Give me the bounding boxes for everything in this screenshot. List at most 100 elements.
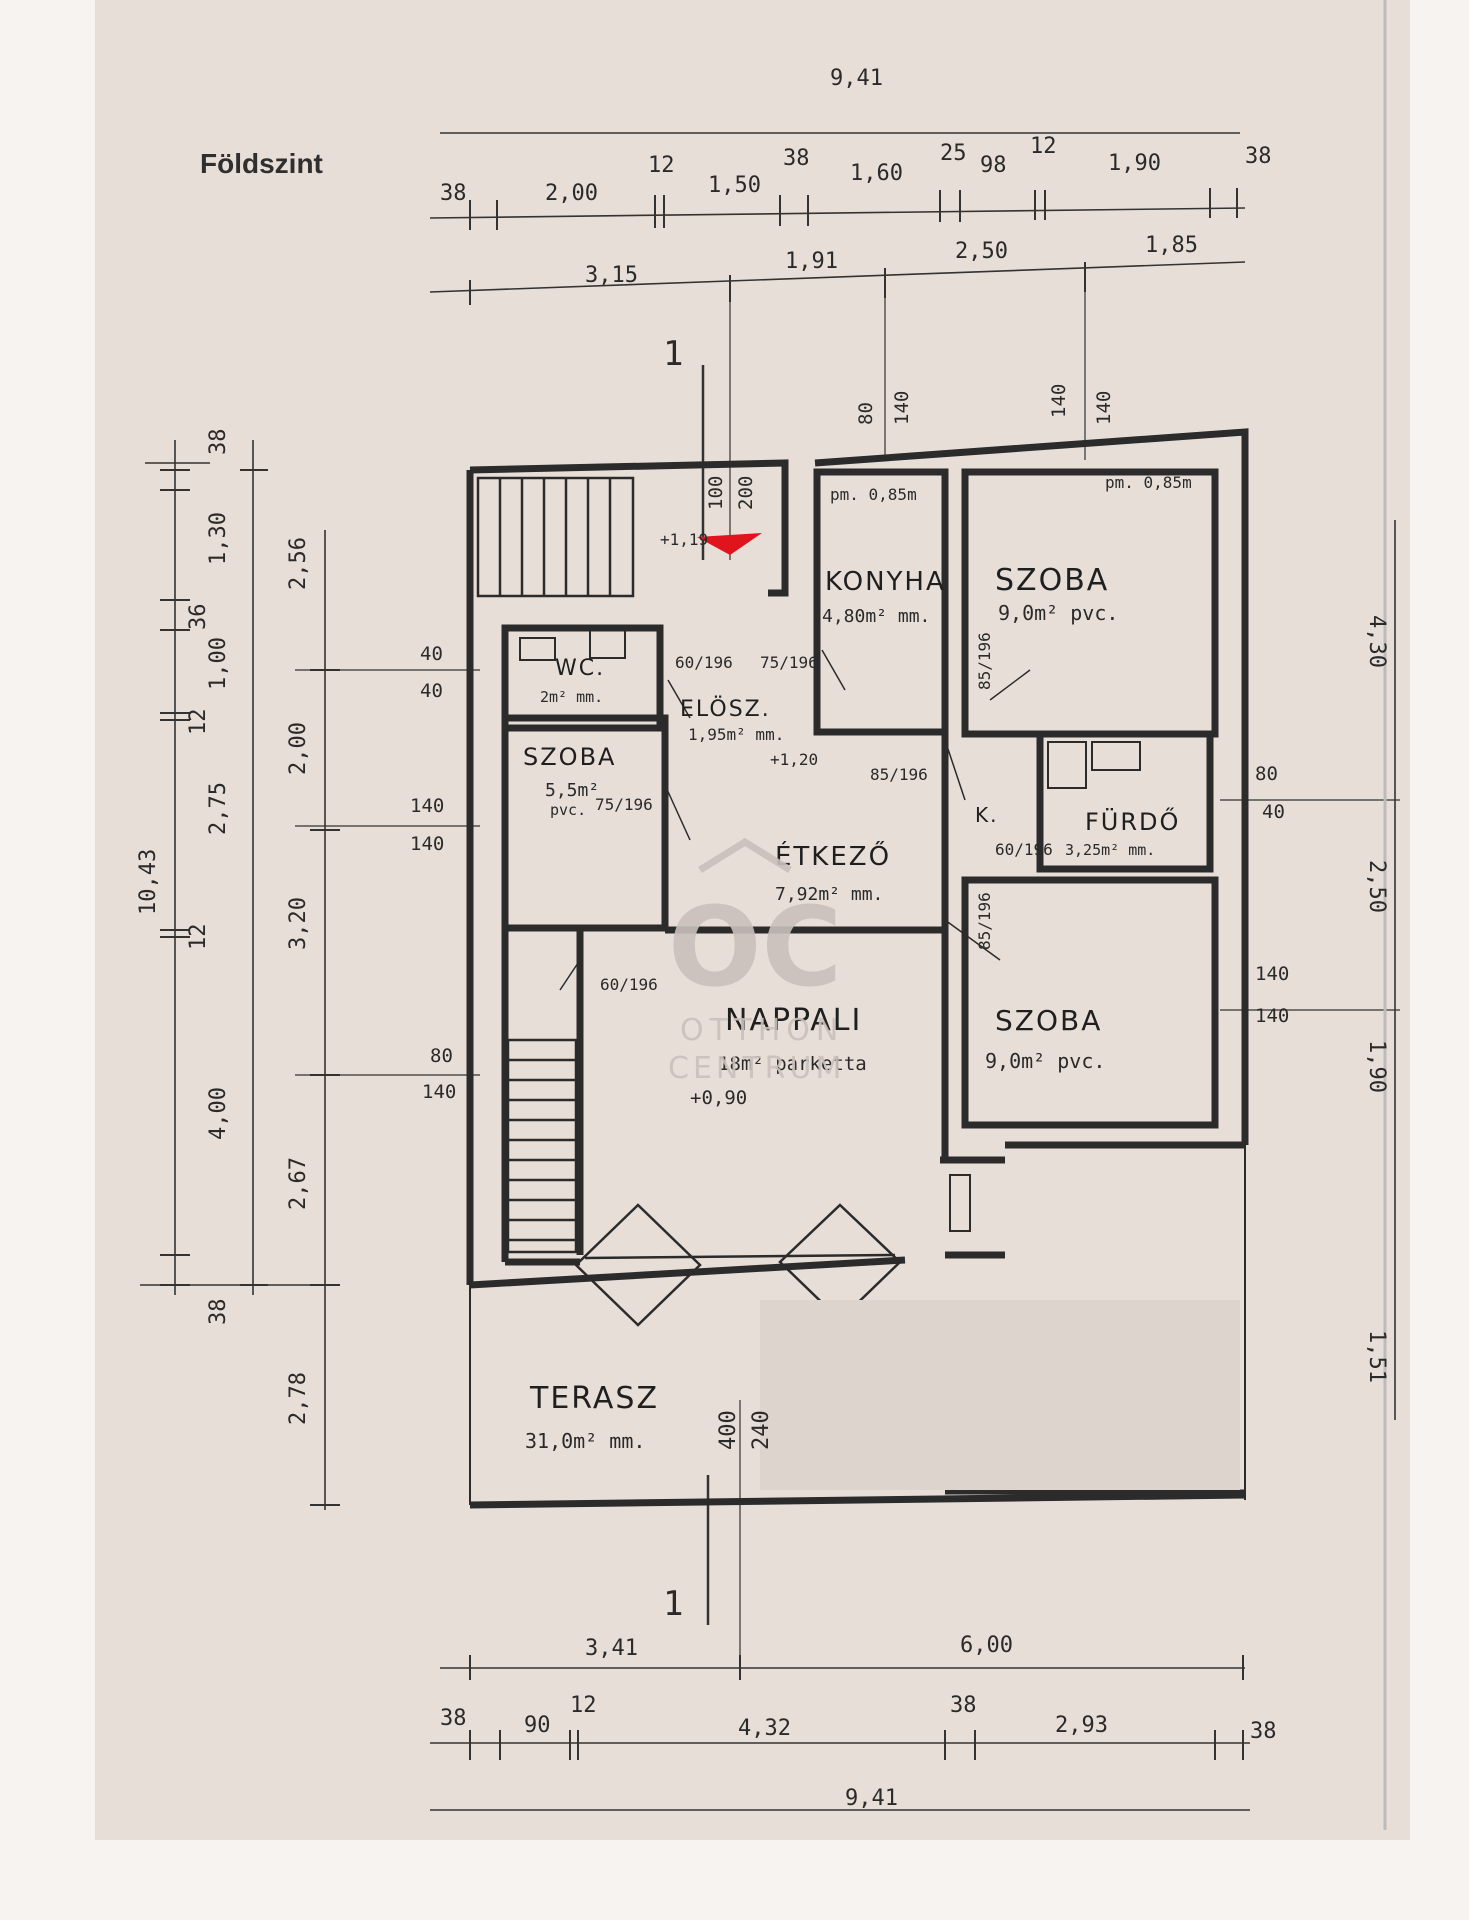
dims-left: 10,43 38 1,30 36 1,00 12 2,75 12 4,00 38… <box>136 429 311 1426</box>
svg-text:CENTRUM: CENTRUM <box>668 1051 845 1086</box>
svg-text:2,93: 2,93 <box>1055 1713 1108 1738</box>
terrace-doors <box>574 1203 1245 1495</box>
svg-text:SZOBA: SZOBA <box>995 563 1109 598</box>
opening-sizes: 40 40 140 140 80 140 80 40 140 140 80 14… <box>410 384 1289 1103</box>
room-terasz[interactable]: TERASZ 31,0m² mm. <box>525 1381 659 1453</box>
room-furdo[interactable]: FÜRDŐ 3,25m² mm. K. <box>975 803 1180 859</box>
dims-top-row1: 9,41 38 2,00 12 1,50 38 1,60 25 98 12 1,… <box>440 66 1272 206</box>
svg-text:140: 140 <box>1255 1005 1289 1027</box>
room-elosz[interactable]: ELÖSZ. 1,95m² mm. +1,20 <box>680 696 818 769</box>
svg-text:1,50: 1,50 <box>708 173 761 198</box>
room-szoba-left[interactable]: SZOBA 5,5m² pvc. <box>523 743 616 819</box>
svg-text:38: 38 <box>1245 144 1272 169</box>
svg-text:+0,90: +0,90 <box>690 1087 747 1109</box>
room-szoba-right[interactable]: SZOBA 9,0m² pvc. <box>985 1004 1105 1073</box>
svg-text:60/196: 60/196 <box>995 840 1053 859</box>
svg-text:pm. 0,85m: pm. 0,85m <box>1105 473 1192 492</box>
svg-text:75/196: 75/196 <box>760 653 818 672</box>
svg-text:60/196: 60/196 <box>600 975 658 994</box>
svg-text:2,67: 2,67 <box>286 1157 311 1210</box>
svg-text:2,50: 2,50 <box>1364 860 1389 913</box>
dim-overall-top: 9,41 <box>830 66 883 91</box>
svg-text:3,41: 3,41 <box>585 1636 638 1661</box>
svg-text:140: 140 <box>422 1081 456 1103</box>
svg-text:38: 38 <box>206 1299 231 1326</box>
svg-text:60/196: 60/196 <box>675 653 733 672</box>
svg-text:140: 140 <box>410 833 444 855</box>
room-nappali[interactable]: NAPPALI 18m² parketta +0,90 <box>690 1003 867 1109</box>
svg-text:98: 98 <box>980 153 1007 178</box>
dims-bottom: 3,41 6,00 38 90 12 4,32 38 2,93 38 9,41 <box>440 1633 1277 1811</box>
svg-text:140: 140 <box>410 795 444 817</box>
room-etkezo[interactable]: ÉTKEZŐ 7,92m² mm. <box>775 840 891 905</box>
svg-text:OC: OC <box>668 883 842 1011</box>
svg-text:85/196: 85/196 <box>975 892 994 950</box>
svg-text:31,0m² mm.: 31,0m² mm. <box>525 1429 645 1453</box>
svg-text:1,30: 1,30 <box>206 512 231 565</box>
section-dim-1: 400 <box>716 1410 741 1450</box>
svg-text:4,32: 4,32 <box>738 1716 791 1741</box>
svg-text:3,20: 3,20 <box>286 897 311 950</box>
svg-text:1,90: 1,90 <box>1108 151 1161 176</box>
svg-text:12: 12 <box>186 924 211 951</box>
svg-text:pm. 0,85m: pm. 0,85m <box>830 485 917 504</box>
svg-text:140: 140 <box>891 391 913 425</box>
door-sizes: 60/196 75/196 75/196 85/196 85/196 60/19… <box>595 632 1053 994</box>
svg-text:SZOBA: SZOBA <box>995 1004 1102 1037</box>
svg-text:140: 140 <box>1093 391 1115 425</box>
svg-text:KONYHA: KONYHA <box>825 567 946 597</box>
svg-text:25: 25 <box>940 141 967 166</box>
svg-text:36: 36 <box>186 604 211 631</box>
plan-sheet <box>95 0 1410 1840</box>
svg-text:4,30: 4,30 <box>1364 615 1389 668</box>
entry-level: +1,19 <box>660 530 708 549</box>
svg-text:12: 12 <box>648 153 675 178</box>
room-wc[interactable]: WC. 2m² mm. <box>540 656 605 706</box>
svg-text:1,90: 1,90 <box>1364 1040 1389 1093</box>
fixtures <box>519 629 1141 1232</box>
svg-text:7,92m² mm.: 7,92m² mm. <box>775 884 883 905</box>
section-mark-top: 1 <box>663 334 683 374</box>
terrace-shade <box>760 1300 1240 1490</box>
svg-text:ÉTKEZŐ: ÉTKEZŐ <box>775 840 891 872</box>
svg-text:90: 90 <box>524 1713 551 1738</box>
svg-text:80: 80 <box>430 1045 453 1067</box>
svg-text:3,25m² mm.: 3,25m² mm. <box>1065 841 1155 859</box>
svg-text:5,5m²: 5,5m² <box>545 780 599 801</box>
svg-text:2m² mm.: 2m² mm. <box>540 688 603 706</box>
svg-text:1,91: 1,91 <box>785 249 838 274</box>
svg-text:6,00: 6,00 <box>960 1633 1013 1658</box>
svg-text:2,50: 2,50 <box>955 239 1008 264</box>
svg-text:12: 12 <box>186 709 211 736</box>
svg-text:40: 40 <box>1262 801 1285 823</box>
svg-text:38: 38 <box>783 146 810 171</box>
dimension-lines <box>140 0 1400 1830</box>
svg-text:100: 100 <box>705 476 727 510</box>
svg-text:WC.: WC. <box>555 656 605 681</box>
svg-text:140: 140 <box>1255 963 1289 985</box>
svg-text:9,0m² pvc.: 9,0m² pvc. <box>998 601 1118 625</box>
svg-text:85/196: 85/196 <box>870 765 928 784</box>
walls <box>466 428 1249 1509</box>
svg-text:4,80m² mm.: 4,80m² mm. <box>822 606 930 627</box>
svg-text:3,15: 3,15 <box>585 263 638 288</box>
svg-text:FÜRDŐ: FÜRDŐ <box>1085 806 1180 836</box>
svg-text:75/196: 75/196 <box>595 795 653 814</box>
svg-text:K.: K. <box>975 803 998 827</box>
svg-text:38: 38 <box>206 429 231 456</box>
svg-text:4,00: 4,00 <box>206 1087 231 1140</box>
svg-text:2,00: 2,00 <box>286 722 311 775</box>
dims-top-row2: 3,15 1,91 2,50 1,85 <box>585 233 1198 288</box>
room-konyha[interactable]: KONYHA 4,80m² mm. pm. 0,85m <box>822 485 946 627</box>
room-szoba-top[interactable]: SZOBA 9,0m² pvc. pm. 0,85m <box>995 473 1192 625</box>
svg-text:1,95m² mm.: 1,95m² mm. <box>688 725 784 744</box>
svg-text:12: 12 <box>570 1693 597 1718</box>
svg-text:1,85: 1,85 <box>1145 233 1198 258</box>
svg-text:10,43: 10,43 <box>136 849 161 915</box>
svg-text:2,00: 2,00 <box>545 181 598 206</box>
svg-text:200: 200 <box>735 476 757 510</box>
svg-text:ELÖSZ.: ELÖSZ. <box>680 696 771 722</box>
dims-right: 4,30 2,50 1,90 1,51 <box>1364 615 1389 1383</box>
svg-text:80: 80 <box>855 402 877 425</box>
